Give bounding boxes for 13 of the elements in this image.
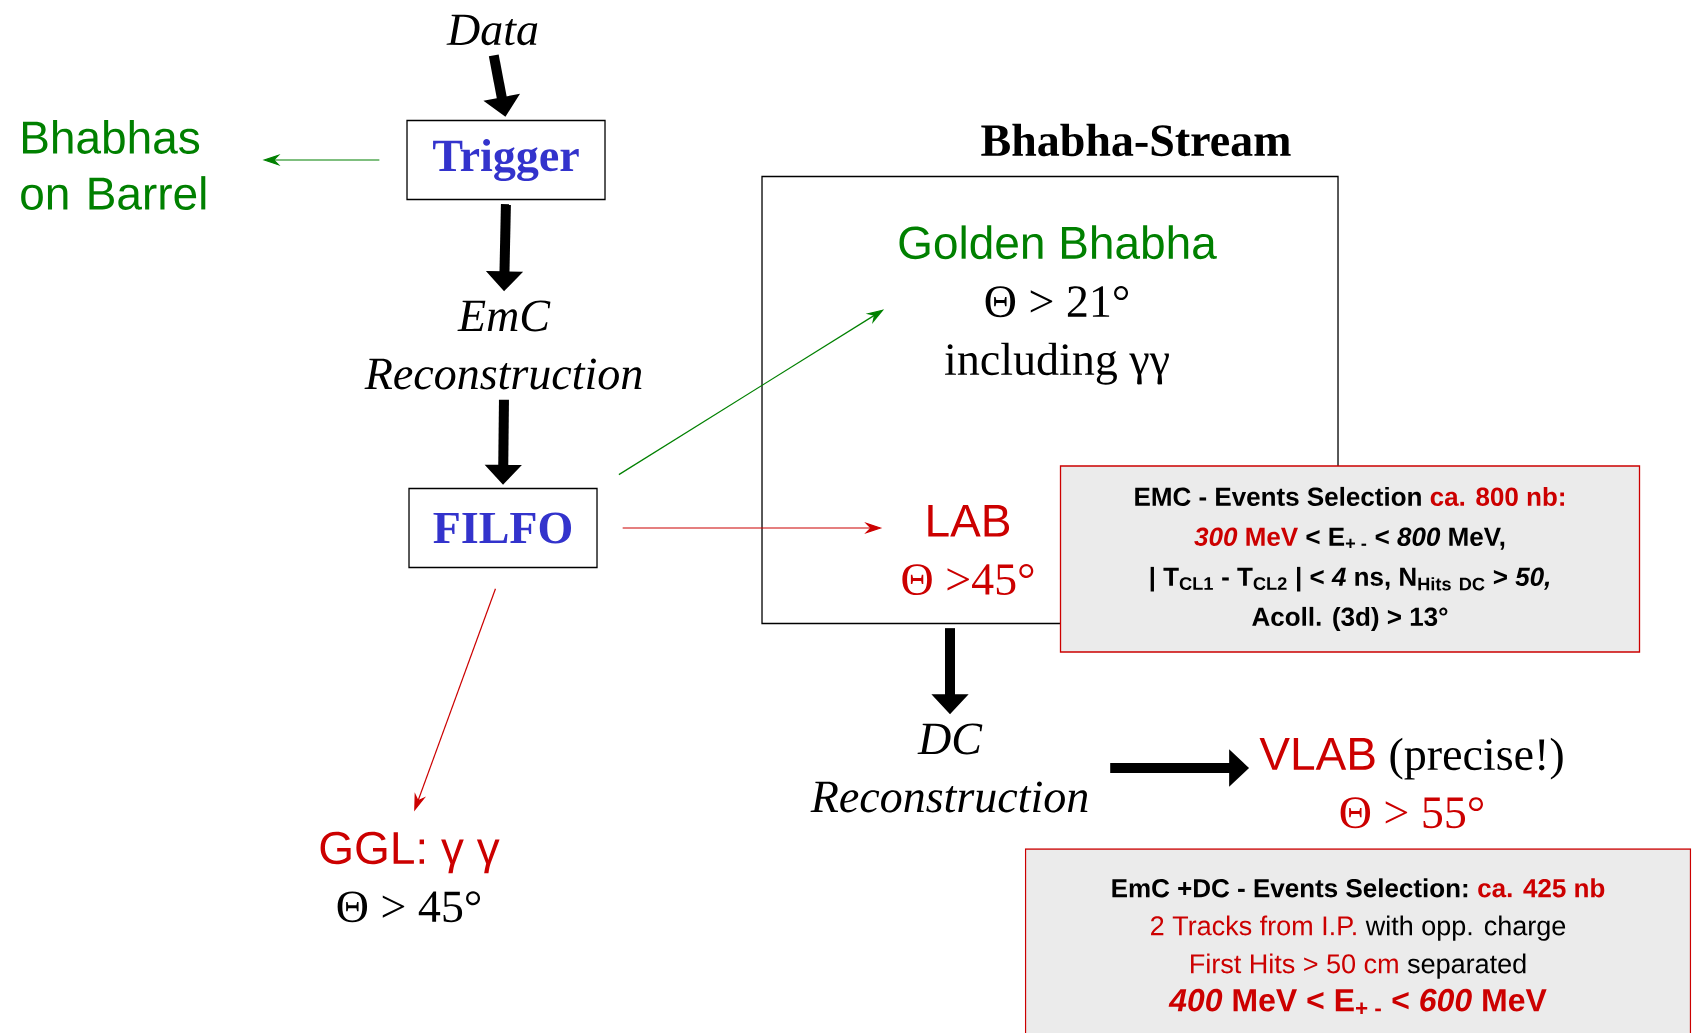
category-label: LAB Θ >45° [902,504,1034,596]
selection-box: EMC - Events Selection ca. 800 nb: 300 MeV < E$_{+ -}$ < 800 MeV, | T$_{CL1}$ - T$_{CL2}$ | < 4 ns, $\mathbf{N}_{\mathbf{Hits\ DC}}$ > 50, Acoll. (3d) > 13° [1059,465,1641,653]
output-label: Bhabhas on Barrel [21,120,206,210]
process-box: FILFO [408,487,598,569]
box-title: Bhabha-Stream [981,123,1291,157]
category-label: Golden Bhabha Θ > 21° including γγ [899,225,1217,385]
selection-box: EmC +DC - Events Selection: ca. 425 nb 2 Tracks from I.P. with opp. charge First Hits > 50 cm separated 400 MeV < E$_{+ -}$ < 600 MeV [1024,848,1692,1033]
category-label: GGL: γ γ Θ > 45° [320,831,500,923]
category-label: VLAB (precise!) Θ > 55° [1259,737,1563,829]
step-label: EmC Reconstruction [364,300,642,390]
input-label: Data [446,14,538,46]
process-box: Trigger [406,119,606,201]
step-label: DC Reconstruction [810,723,1088,813]
